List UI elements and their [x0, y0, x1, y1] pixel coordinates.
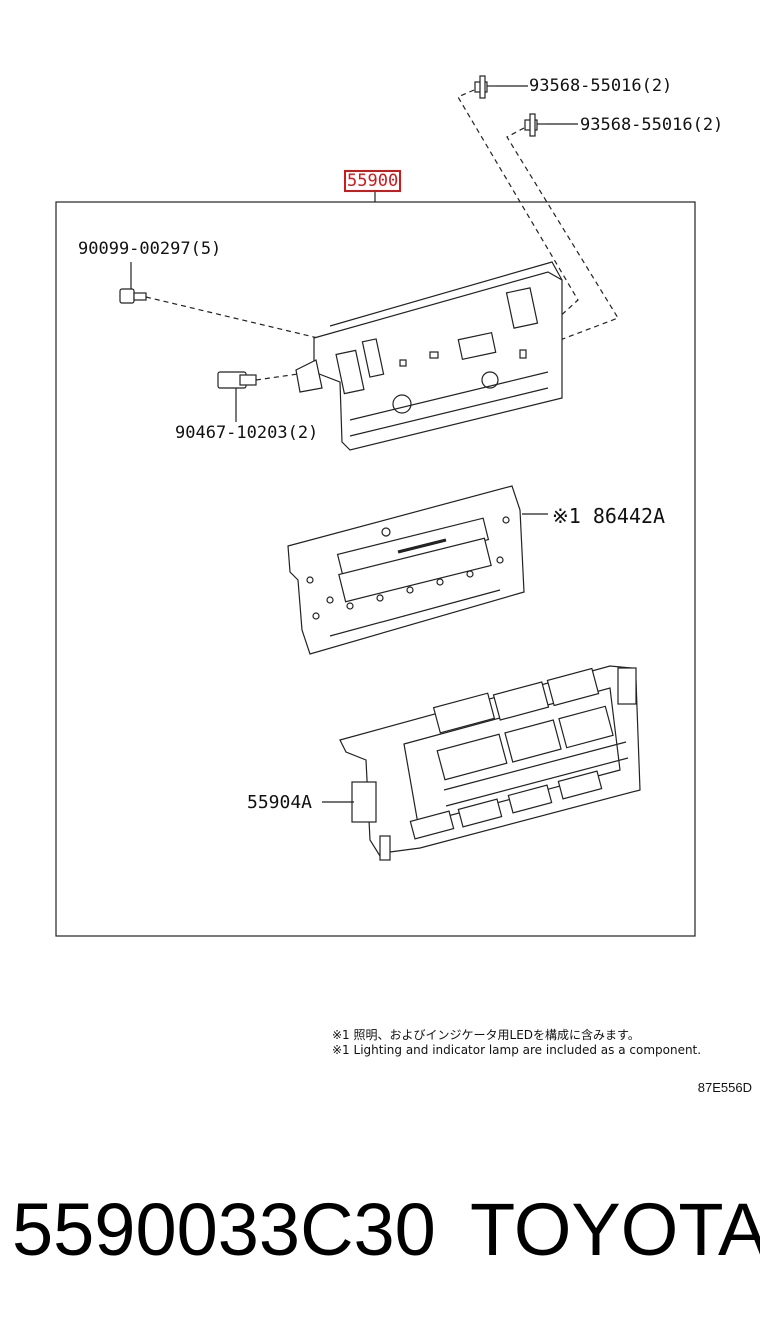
- bolt-part-label[interactable]: 93568-55016(2): [529, 76, 673, 96]
- circuit-board-label[interactable]: ※1 86442A: [552, 504, 666, 528]
- bolt-part-label[interactable]: 93568-55016(2): [580, 115, 724, 135]
- bolt-dashed-leaders: [457, 89, 619, 341]
- note-japanese: ※1 照明、およびインジケータ用LEDを構成に含みます。: [332, 1028, 640, 1042]
- figure-code: 87E556D: [697, 1080, 752, 1095]
- front-panel: [339, 665, 641, 861]
- clip-icon: [217, 371, 257, 389]
- note-english: ※1 Lighting and indicator lamp are inclu…: [332, 1043, 702, 1057]
- main-part-label[interactable]: 55900: [344, 170, 402, 192]
- parts-diagram: [55, 75, 696, 937]
- bracket-housing: [295, 261, 563, 451]
- panel-part-label[interactable]: 55904A: [247, 792, 313, 813]
- clip-part-label[interactable]: 90467-10203(2): [175, 423, 319, 443]
- bolt-icon: [474, 75, 496, 99]
- brand-name: TOYOTA: [470, 1188, 760, 1271]
- screw-part-label[interactable]: 90099-00297(5): [78, 239, 222, 259]
- screw-icon: [119, 288, 147, 304]
- part-number: 5590033C30: [12, 1188, 436, 1271]
- bolt-icon: [524, 113, 545, 137]
- circuit-board: [287, 485, 525, 655]
